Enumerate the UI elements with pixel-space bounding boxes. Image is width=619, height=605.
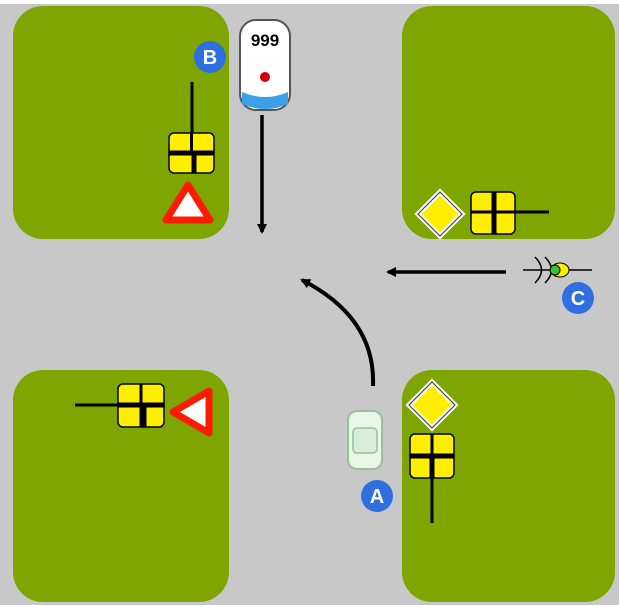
grass-corner-bottom-right <box>402 370 615 602</box>
minor-road-junction-icon <box>409 433 455 479</box>
vehicle-label-a-text: A <box>370 486 384 508</box>
grass-corner-top-right <box>402 6 615 239</box>
vehicle-label-c-text: C <box>571 288 585 310</box>
grass-corner-top-left <box>13 6 229 239</box>
minor-road-junction-icon <box>168 132 215 174</box>
priority-road-diamond-icon <box>414 188 466 240</box>
vehicle-label-a: A <box>361 480 393 512</box>
vehicle-label-b: B <box>194 41 226 73</box>
minor-road-junction-icon <box>470 191 516 235</box>
grass-corner-bottom-left <box>13 370 229 602</box>
top-margin <box>0 0 619 4</box>
give-way-triangle-icon <box>169 387 213 437</box>
path-arrow-a <box>300 278 376 387</box>
vehicle-label-c: C <box>562 282 594 314</box>
priority-road-diamond-icon <box>405 378 459 432</box>
car-icon <box>347 410 383 470</box>
ambulance-icon <box>239 19 291 111</box>
vehicle-label-b-text: B <box>203 47 217 69</box>
ambulance-roof-text: 999 <box>251 31 279 50</box>
give-way-triangle-icon <box>162 181 214 224</box>
minor-road-junction-icon <box>117 383 165 428</box>
bicycle-icon <box>523 256 592 284</box>
